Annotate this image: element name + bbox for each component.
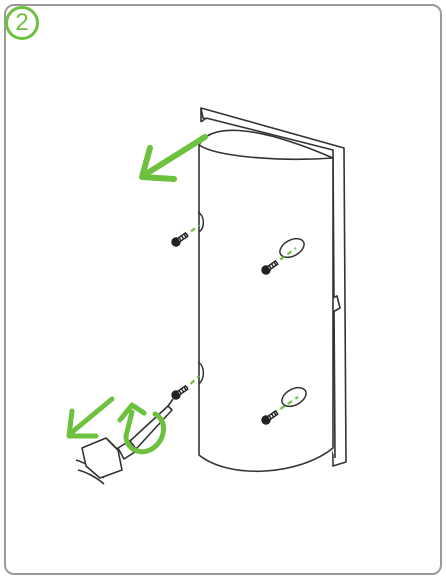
step-number-badge: 2	[5, 6, 39, 40]
step-number: 2	[15, 11, 28, 35]
